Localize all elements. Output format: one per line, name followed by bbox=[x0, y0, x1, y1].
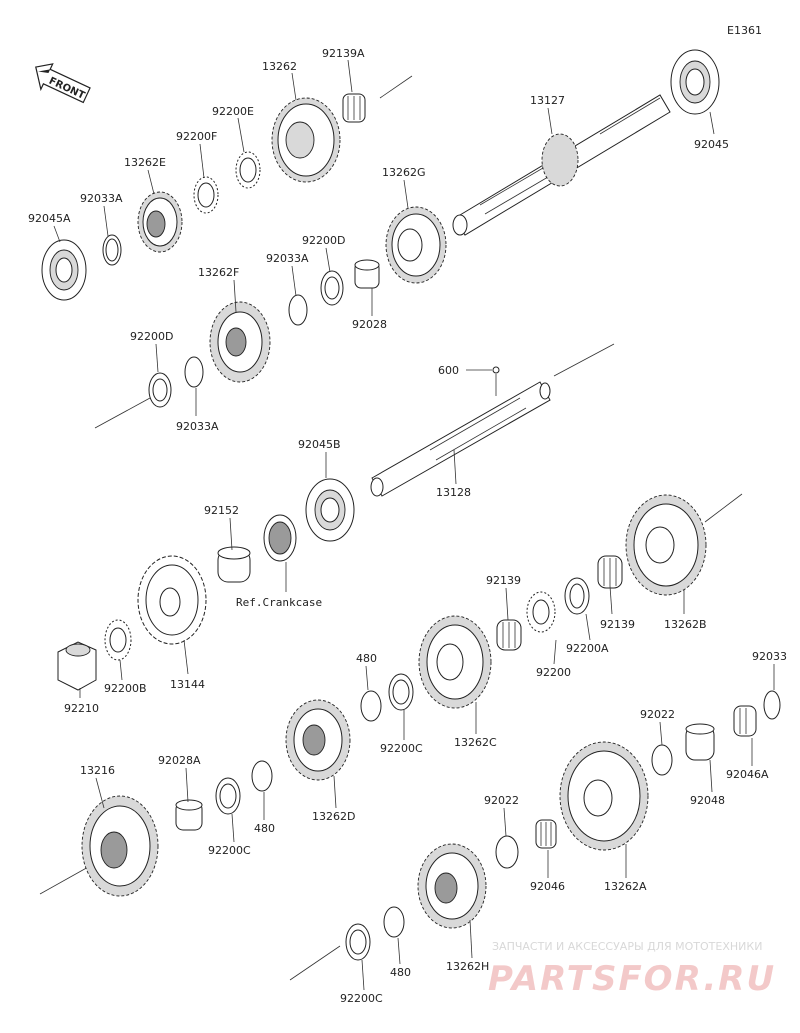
bearing-92045b bbox=[305, 478, 355, 542]
gear-13262b bbox=[625, 494, 707, 596]
label-13262b: 13262B bbox=[664, 618, 707, 631]
label-ref-crankcase: Ref.Crankcase bbox=[236, 596, 322, 609]
label-13262g: 13262G bbox=[382, 166, 426, 179]
label-92022-1: 92022 bbox=[640, 708, 675, 721]
label-13262: 13262 bbox=[262, 60, 297, 73]
circlip-92033a-2 bbox=[288, 294, 308, 326]
needle-bearing-92046 bbox=[535, 819, 557, 849]
label-92033a-2: 92033A bbox=[266, 252, 309, 265]
label-92139-1: 92139 bbox=[486, 574, 521, 587]
collar-92152 bbox=[217, 546, 251, 583]
label-480-2: 480 bbox=[254, 822, 275, 835]
label-92033: 92033 bbox=[752, 650, 787, 663]
label-13144: 13144 bbox=[170, 678, 205, 691]
label-92045: 92045 bbox=[694, 138, 729, 151]
sprocket-13144 bbox=[137, 555, 207, 645]
gear-13262a bbox=[559, 741, 649, 851]
circlip-92033a-3 bbox=[184, 356, 204, 388]
bushing-92028a bbox=[175, 799, 203, 831]
front-arrow-icon: FRONT bbox=[35, 63, 91, 104]
label-92048: 92048 bbox=[690, 794, 725, 807]
label-92045b: 92045B bbox=[298, 438, 341, 451]
oil-seal bbox=[263, 514, 297, 562]
gear-13262 bbox=[271, 97, 341, 183]
label-92022-2: 92022 bbox=[484, 794, 519, 807]
circlip-480-2 bbox=[251, 760, 273, 792]
label-92200f: 92200F bbox=[176, 130, 217, 143]
label-13262d: 13262D bbox=[312, 810, 355, 823]
gear-13262f bbox=[209, 301, 271, 383]
label-92045a: 92045A bbox=[28, 212, 71, 225]
label-92139-2: 92139 bbox=[600, 618, 635, 631]
gear-13262d bbox=[285, 699, 351, 781]
label-92200c-1: 92200C bbox=[380, 742, 423, 755]
bushing-92028 bbox=[354, 259, 380, 289]
collar-92048 bbox=[685, 723, 715, 761]
gear-13262c bbox=[418, 615, 492, 709]
label-480-1: 480 bbox=[356, 652, 377, 665]
label-13262f: 13262F bbox=[198, 266, 239, 279]
shaft-13128 bbox=[370, 381, 551, 497]
circlip-480-3 bbox=[383, 906, 405, 938]
label-13216: 13216 bbox=[80, 764, 115, 777]
label-92152: 92152 bbox=[204, 504, 239, 517]
label-13128: 13128 bbox=[436, 486, 471, 499]
assembly-marker bbox=[492, 366, 500, 374]
label-92200c-3: 92200C bbox=[340, 992, 383, 1005]
label-92200a: 92200A bbox=[566, 642, 609, 655]
label-92033a-3: 92033A bbox=[176, 420, 219, 433]
label-13262e: 13262E bbox=[124, 156, 166, 169]
label-92046a: 92046A bbox=[726, 768, 769, 781]
label-92139a: 92139A bbox=[322, 47, 365, 60]
label-92033a-1: 92033A bbox=[80, 192, 123, 205]
diagram-code: E1361 bbox=[727, 24, 762, 37]
label-92200d-1: 92200D bbox=[302, 234, 345, 247]
label-92200d-2: 92200D bbox=[130, 330, 173, 343]
label-13262c: 13262C bbox=[454, 736, 497, 749]
label-92200e: 92200E bbox=[212, 105, 254, 118]
label-92210: 92210 bbox=[64, 702, 99, 715]
label-600: 600 bbox=[438, 364, 459, 377]
label-92046: 92046 bbox=[530, 880, 565, 893]
bearing-92045 bbox=[670, 49, 720, 115]
label-92028a: 92028A bbox=[158, 754, 201, 767]
gear-13262g bbox=[385, 206, 447, 284]
bearing-92045a bbox=[41, 239, 87, 301]
watermark-caption: ЗАПЧАСТИ И АКСЕССУАРЫ ДЛЯ МОТОТЕХНИКИ bbox=[492, 940, 762, 953]
label-92200b: 92200B bbox=[104, 682, 147, 695]
label-92200: 92200 bbox=[536, 666, 571, 679]
label-480-3: 480 bbox=[390, 966, 411, 979]
gear-13262h bbox=[417, 843, 487, 929]
needle-bearing-92139-1 bbox=[597, 555, 623, 589]
label-13262a: 13262A bbox=[604, 880, 647, 893]
nut-92210 bbox=[57, 641, 97, 691]
needle-bearing-92139-2 bbox=[496, 619, 522, 651]
circlip-480-1 bbox=[360, 690, 382, 722]
needle-bearing-92046a bbox=[733, 705, 757, 737]
gear-13216 bbox=[81, 795, 159, 897]
leader-lines bbox=[53, 59, 775, 991]
label-92028: 92028 bbox=[352, 318, 387, 331]
watermark-brand: PARTSFOR.RU bbox=[488, 959, 776, 999]
washer-92022-1 bbox=[651, 744, 673, 776]
shaft-13127 bbox=[452, 94, 671, 236]
label-13127: 13127 bbox=[530, 94, 565, 107]
washer-92022-2 bbox=[495, 835, 519, 869]
circlip-92033 bbox=[763, 690, 781, 720]
needle-bearing-92139a bbox=[342, 93, 366, 123]
gear-13262e bbox=[137, 191, 183, 253]
label-92200c-2: 92200C bbox=[208, 844, 251, 857]
label-13262h: 13262H bbox=[446, 960, 489, 973]
